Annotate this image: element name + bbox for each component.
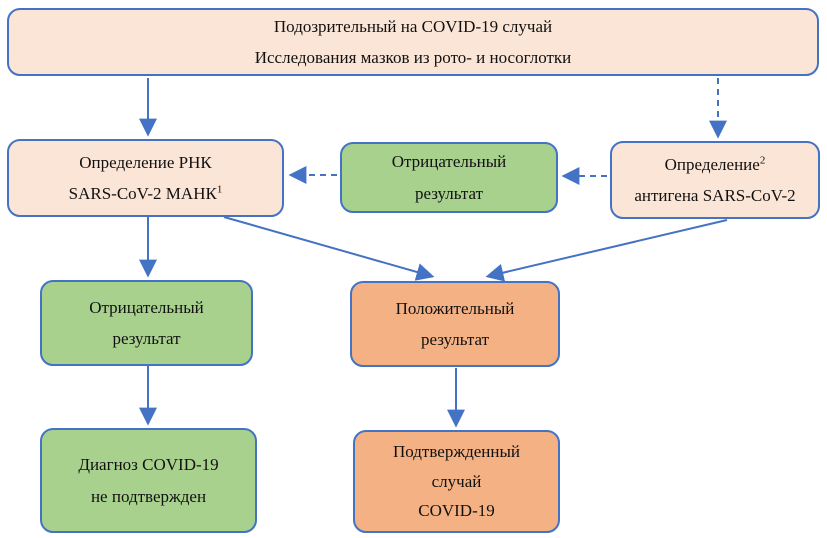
box-rna-test-line1: Определение РНК [79, 152, 212, 172]
box-rna-test-line2: SARS-CoV-2 МАНК1 [68, 183, 223, 203]
box-antigen-test: Определение2 антигена SARS-CoV-2 [610, 141, 820, 219]
box-confirmed-case: Подтвержденный случай COVID-19 [353, 430, 560, 533]
box-diagnosis-not-confirmed-line2: не подтвержден [90, 486, 207, 506]
box-suspected-case: Подозрительный на COVID-19 случай Исслед… [7, 8, 819, 76]
box-antigen-test-line1: Определение2 [664, 153, 766, 174]
arrow-antigen-to-positive-result [485, 219, 728, 282]
box-positive-result: Положительный результат [350, 281, 560, 367]
box-positive-result-line1: Положительный [395, 298, 515, 318]
box-confirmed-case-line3: COVID-19 [418, 501, 495, 521]
footnote-2-marker: 2 [759, 153, 766, 166]
footnote-1-marker: 1 [216, 183, 223, 196]
box-rna-test: Определение РНК SARS-CoV-2 МАНК1 [7, 139, 284, 217]
box-diagnosis-not-confirmed: Диагноз COVID-19 не подтвержден [40, 428, 257, 533]
box-negative-result-line2: результат [112, 329, 181, 348]
box-antigen-test-line2: антигена SARS-CoV-2 [634, 186, 796, 205]
box-confirmed-case-line1: Подтвержденный [393, 441, 520, 461]
box-negative-result-line1: Отрицательный [89, 297, 204, 317]
arrow-rna-to-positive-result [223, 216, 435, 281]
box-positive-result-line2: результат [420, 330, 490, 349]
box-confirmed-case-line2: случай [431, 471, 482, 491]
box-suspected-case-line1: Подозрительный на COVID-19 случай [273, 16, 553, 36]
box-negative-mid-line2: результат [414, 183, 484, 203]
box-suspected-case-line2: Исследования мазков из рото- и носоглотк… [254, 48, 572, 67]
box-diagnosis-not-confirmed-line1: Диагноз COVID-19 [78, 455, 219, 475]
box-negative-mid-line1: Отрицательный [391, 152, 507, 172]
box-negative-result: Отрицательный результат [40, 280, 253, 366]
box-negative-mid: Отрицательный результат [340, 142, 558, 213]
